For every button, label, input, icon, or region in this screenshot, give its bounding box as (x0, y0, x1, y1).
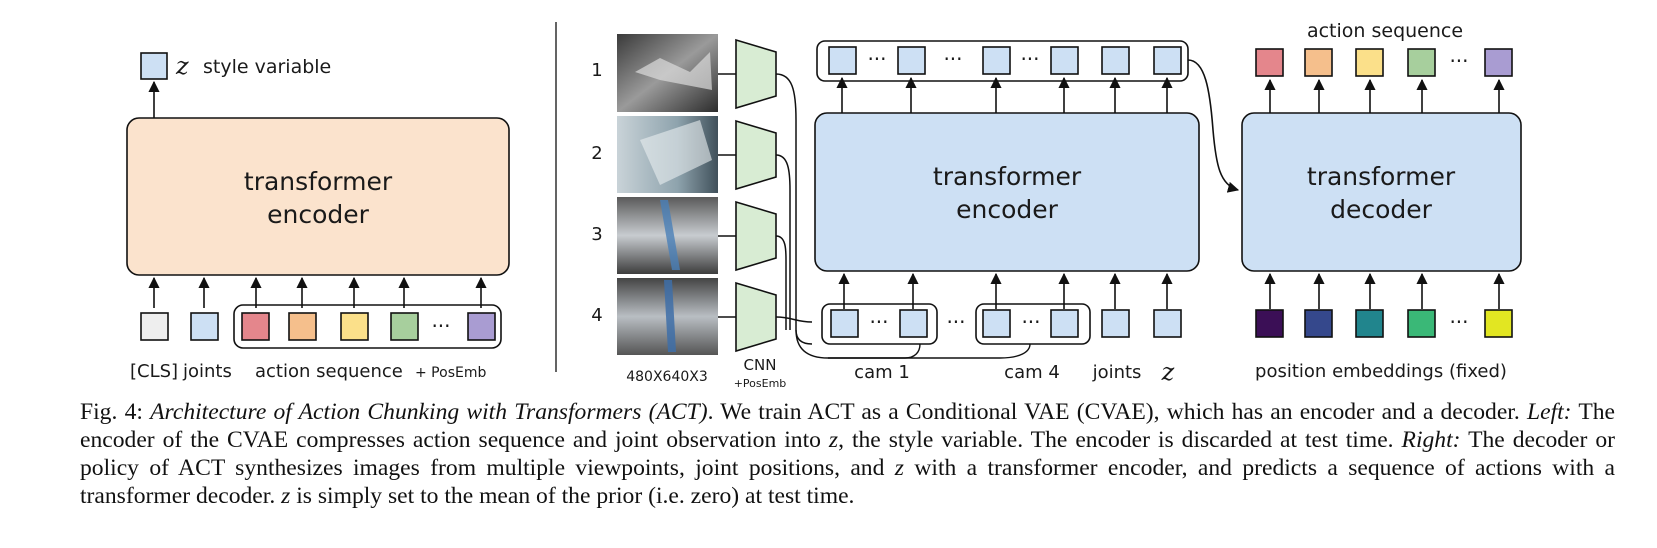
encoder-out-ellipsis-2: ··· (943, 47, 962, 71)
figure-caption: Fig. 4: Architecture of Action Chunking … (80, 398, 1615, 510)
action-ellipsis: ··· (431, 314, 450, 338)
right-transformer-encoder-box (814, 112, 1200, 272)
camera-image-3 (617, 197, 718, 274)
joints-token (190, 312, 219, 341)
encoder-to-decoder-arrow (1187, 59, 1240, 193)
transformer-decoder-box (1241, 112, 1522, 272)
decoder-title-line2: decoder (1330, 195, 1433, 224)
caption-left-label: Left: (1526, 399, 1572, 425)
action-sequence-title: action sequence (1307, 20, 1463, 42)
output-action-token-4 (1407, 48, 1436, 77)
camera-index-4: 4 (591, 305, 602, 326)
output-action-token-5 (1484, 48, 1513, 77)
position-embedding-1 (1255, 309, 1284, 338)
right-encoder-title-line2: encoder (956, 195, 1059, 224)
cls-label: [CLS] (130, 361, 178, 382)
cnn-block-1 (735, 38, 777, 110)
style-variable-symbol: z (175, 52, 189, 80)
right-policy: 1 2 3 4 (591, 20, 1522, 390)
action-token-1 (241, 312, 270, 341)
left-encoder-title-line2: encoder (267, 200, 370, 229)
cam1-label: cam 1 (854, 362, 910, 383)
encoder-out-token-3 (982, 46, 1011, 75)
caption-fig-number: Fig. 4: (80, 399, 143, 425)
camera-index-1: 1 (591, 60, 602, 81)
cnn-label: CNN (744, 356, 777, 374)
output-action-token-2 (1304, 48, 1333, 77)
position-embedding-4 (1407, 309, 1436, 338)
caption-left-text: The encoder of the CVAE compresses actio… (80, 399, 1615, 453)
caption-right-text-2: with a transformer encoder, and predicts… (80, 455, 1616, 509)
camera-image-2 (617, 116, 718, 193)
position-embeddings-label: position embeddings (fixed) (1255, 361, 1507, 382)
caption-right-text: The decoder or policy of ACT synthesizes… (80, 427, 1615, 481)
camera-image-1 (617, 34, 718, 112)
caption-z-1: z (828, 427, 839, 453)
encoder-out-token-1 (828, 46, 857, 75)
posemb-label: + PosEmb (415, 365, 486, 381)
camera-index-2: 2 (591, 143, 602, 164)
action-sequence-label: action sequence (255, 361, 403, 382)
left-encoder-title-line1: transformer (244, 167, 393, 196)
cam1-token-group (821, 303, 938, 345)
output-action-token-3 (1355, 48, 1384, 77)
action-token-2 (288, 312, 317, 341)
position-embedding-ellipsis: ··· (1449, 310, 1468, 334)
cnn-block-4 (735, 281, 777, 353)
caption-intro: . We train ACT as a Conditional VAE (CVA… (707, 399, 1520, 425)
joints-token-right (1101, 309, 1130, 338)
style-variable-token (140, 52, 168, 80)
right-z-label: z (1161, 358, 1175, 386)
action-token-3 (340, 312, 369, 341)
encoder-out-token-5 (1101, 46, 1130, 75)
action-token-4 (390, 312, 419, 341)
camera-image-4 (617, 278, 718, 355)
cam4-label: cam 4 (1004, 362, 1060, 383)
encoder-out-ellipsis-1: ··· (867, 47, 886, 71)
cam4-token-group (975, 303, 1091, 345)
cnn-posemb-label: +PosEmb (734, 377, 787, 390)
caption-title: Architecture of Action Chunking with Tra… (150, 399, 708, 425)
right-encoder-title-line1: transformer (933, 162, 1082, 191)
output-action-token-1 (1255, 48, 1284, 77)
cam1-token-a (830, 309, 859, 338)
left-joints-label: joints (182, 361, 232, 382)
action-token-5 (467, 312, 496, 341)
position-embedding-3 (1355, 309, 1384, 338)
between-cams-ellipsis: ··· (946, 310, 965, 334)
cnn-block-3 (735, 200, 777, 272)
camera-index-3: 3 (591, 224, 602, 245)
cam4-token-a (982, 309, 1011, 338)
encoder-out-token-6 (1153, 46, 1182, 75)
image-size-label: 480X640X3 (626, 369, 708, 385)
caption-left-text-2: , the style variable. The encoder is dis… (838, 427, 1394, 453)
right-joints-label: joints (1092, 362, 1142, 383)
encoder-out-token-2 (897, 46, 926, 75)
cam4-ellipsis: ··· (1021, 310, 1040, 334)
style-variable-label: style variable (203, 56, 331, 78)
cls-token (140, 312, 169, 341)
caption-z-3: z (281, 483, 291, 509)
action-sequence-group (233, 304, 502, 349)
z-token-right (1153, 309, 1182, 338)
position-embedding-2 (1304, 309, 1333, 338)
cam4-token-b (1050, 309, 1079, 338)
caption-z-2: z (894, 455, 904, 481)
left-transformer-encoder-box (126, 117, 510, 276)
cnn-block-2 (735, 119, 777, 191)
left-cvae-encoder: z style variable transformer encoder ···… (126, 52, 510, 382)
output-action-ellipsis: ··· (1449, 49, 1468, 73)
cam1-token-b (899, 309, 928, 338)
encoder-output-group (816, 40, 1189, 82)
decoder-title-line1: transformer (1307, 162, 1456, 191)
encoder-out-ellipsis-3: ··· (1020, 47, 1039, 71)
position-embedding-5 (1484, 309, 1513, 338)
cam1-ellipsis: ··· (869, 310, 888, 334)
encoder-out-token-4 (1050, 46, 1079, 75)
caption-right-label: Right: (1401, 427, 1461, 453)
act-architecture-diagram: z style variable transformer encoder ···… (126, 20, 1522, 390)
caption-right-text-3: is simply set to the mean of the prior (… (296, 483, 855, 509)
